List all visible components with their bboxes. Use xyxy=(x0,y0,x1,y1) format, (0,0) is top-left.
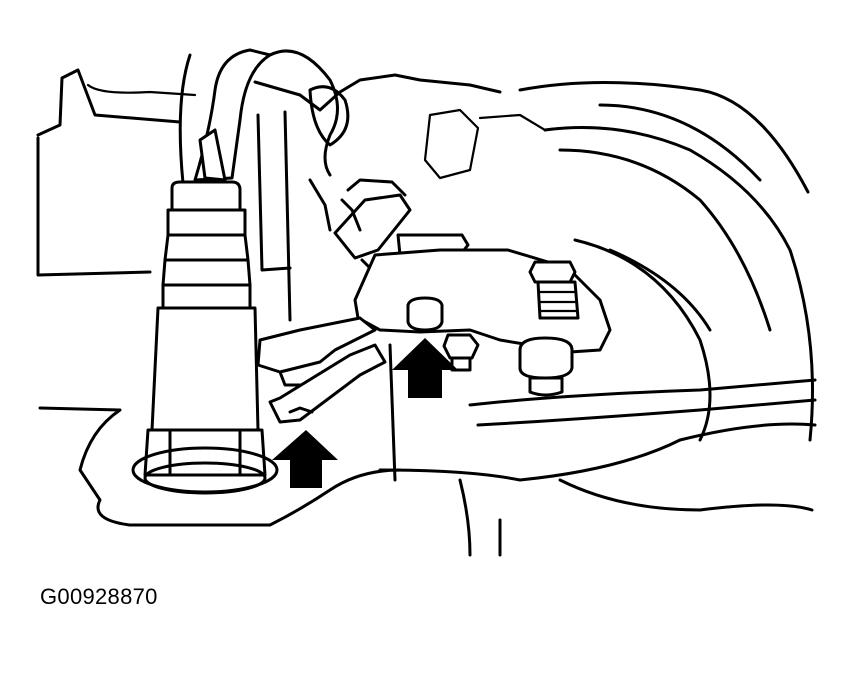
oxygen-sensor xyxy=(131,180,279,495)
fastener-bolts xyxy=(406,260,580,397)
up-arrow-icon xyxy=(272,430,338,488)
up-arrow-icon xyxy=(392,338,458,398)
engine-block-outline xyxy=(36,68,817,557)
connector xyxy=(333,178,412,272)
figure-reference-code: G00928870 xyxy=(40,584,158,609)
wiring-harness xyxy=(178,48,350,202)
